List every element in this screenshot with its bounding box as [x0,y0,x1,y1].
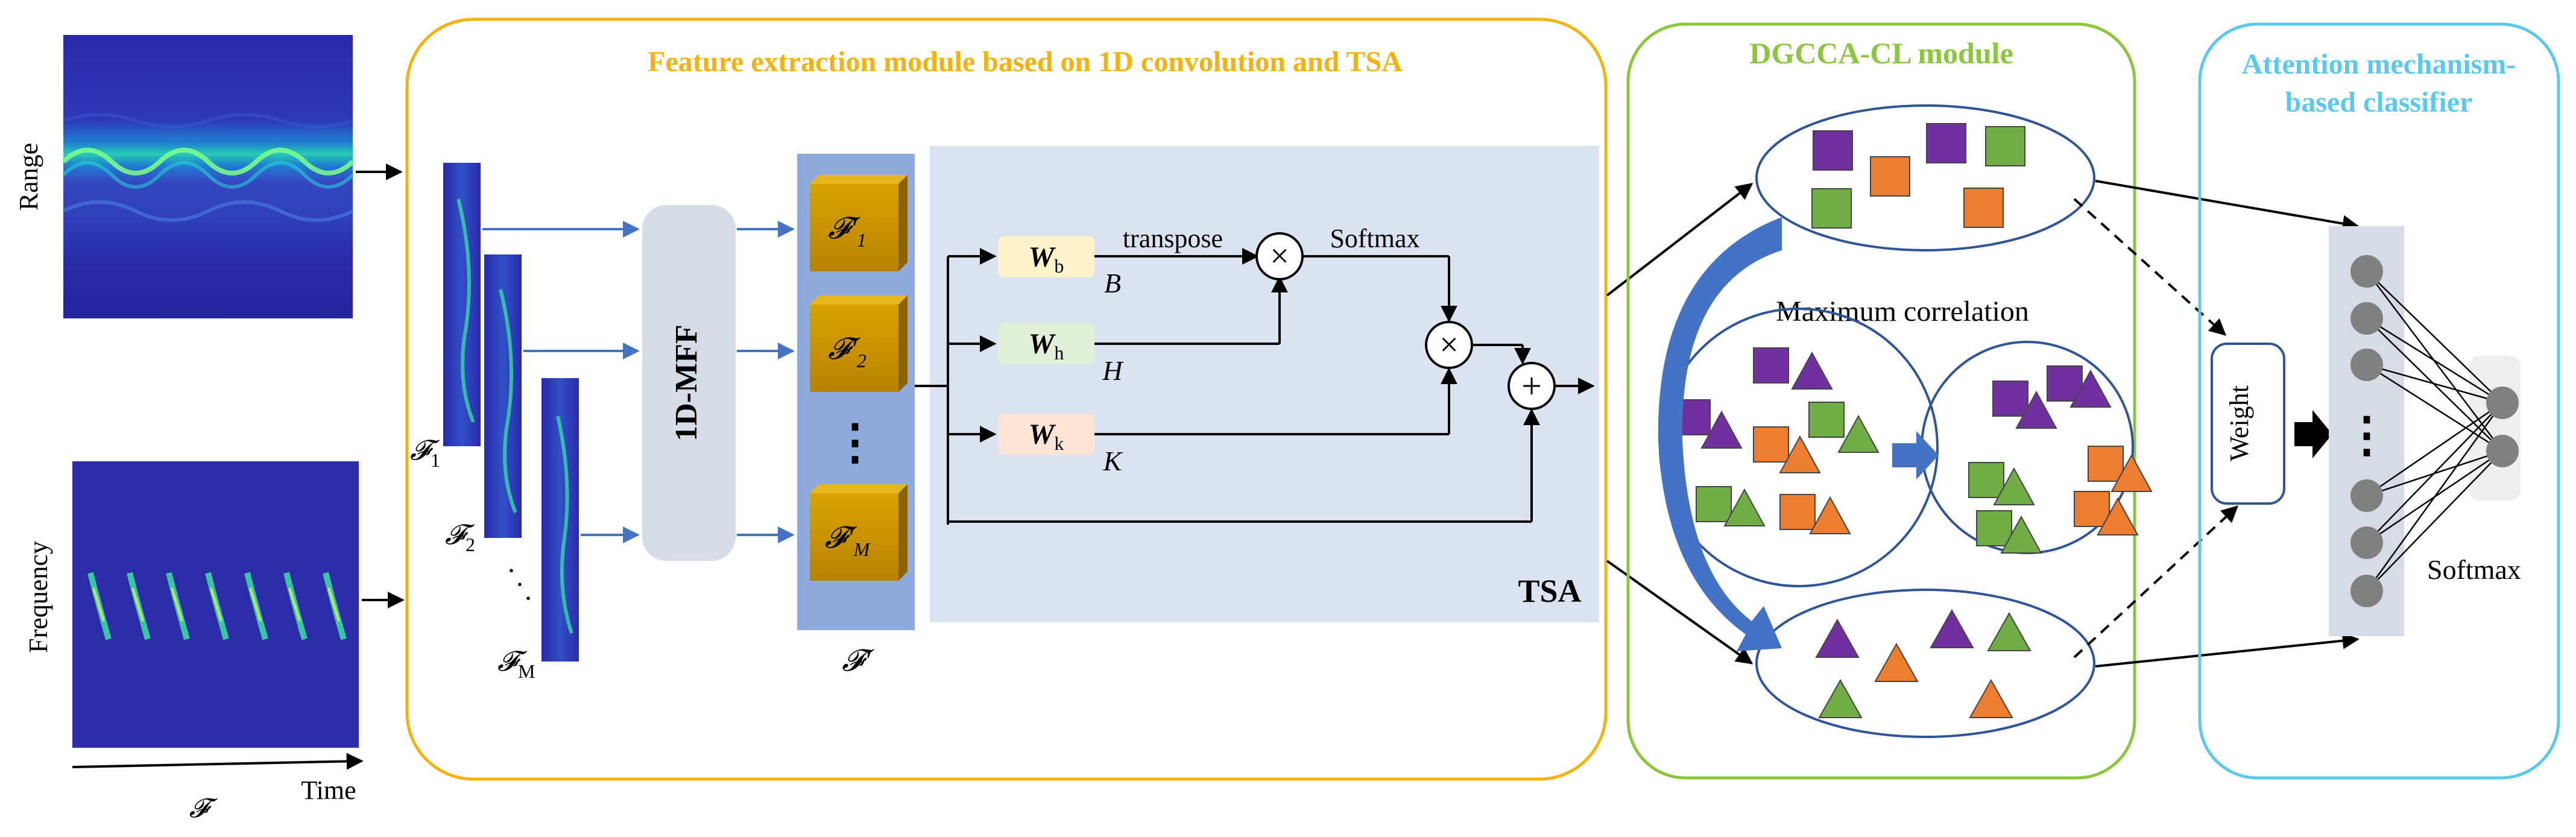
f-label: 𝓕 [189,794,218,823]
tsa-wiring [915,248,1595,525]
correlation-block-arrow [1892,431,1939,479]
view1-to-weight-dashed [2073,198,2227,336]
max-correlation-label: Maximum correlation [1776,295,2029,327]
mff-label: 1D-MFF [669,324,704,441]
svg-text:Wh: Wh [1029,328,1064,364]
output-neurons [2486,387,2519,467]
view1-squares [1811,123,2025,229]
hidden-neurons [2350,255,2383,607]
feature-cube-2: 𝓕′2 [810,295,908,392]
h-label: H [1102,355,1124,386]
w-k-box: Wk [998,414,1094,455]
dgcca-title: DGCCA-CL module [1749,36,2013,70]
range-spectrogram [62,35,355,318]
svg-text:𝓕′M: 𝓕′M [825,520,871,560]
feature-module-title: Feature extraction module based on 1D co… [648,46,1403,78]
dgcca-module-box [1626,22,2136,780]
time-label: Time [301,775,356,805]
frequency-spectrogram [72,461,359,748]
to-view2-arrow [1606,560,1754,665]
svg-text:×: × [1439,326,1459,364]
svg-text:×: × [1270,238,1289,275]
input-slice-2 [484,254,522,538]
classifier-softmax-label: Softmax [2427,554,2521,585]
softmax-label-tsa: Softmax [1330,224,1419,253]
mff-block [642,205,736,561]
svg-text:Wb: Wb [1029,241,1064,277]
view2-triangles [1815,608,2031,718]
cube-column-label: 𝓕′ [842,643,874,677]
svg-text:+: + [1521,366,1542,406]
svg-text:Wk: Wk [1029,418,1064,454]
svg-text:𝓕′2: 𝓕′2 [828,332,867,371]
view1-to-classifier-arrow [2095,180,2360,232]
slice-dots: · [507,555,516,587]
slice-dots-2: · [515,569,525,601]
svg-text:𝓕′1: 𝓕′1 [828,211,867,251]
range-label: Range [14,143,43,210]
fc-connections [2366,271,2504,592]
projection-curve-arrow [1658,217,1782,651]
classifier-module-box [2198,22,2560,780]
slice-label-2: 𝓕2 [445,519,475,555]
classifier-title-line2: based classifier [2285,86,2473,118]
after-correlation-shapes [1968,365,2153,554]
weight-box [2211,343,2285,505]
view2-to-weight-dashed [2073,505,2239,659]
slice-label-1: 𝓕1 [410,435,440,471]
w-b-box: Wb [998,236,1094,277]
feature-extraction-module-box [405,17,1608,781]
multiply-operator-2: × [1425,321,1473,369]
slice-dots-3: · [523,583,533,614]
to-view1-arrow [1606,183,1754,297]
view2-to-classifier-arrow [2095,632,2360,668]
multiply-operator-1: × [1255,232,1304,280]
view1-ellipse [1755,104,2095,251]
time-axis-arrow [72,753,364,770]
feature-cube-m: 𝓕′M [810,484,908,581]
w-h-box: Wh [998,323,1094,364]
tsa-block [930,146,1599,622]
classifier-title-line1: Attention mechanism- [2242,48,2516,80]
weight-label: Weight [2224,385,2254,461]
before-correlation-shapes [1675,347,1880,534]
k-label: K [1103,446,1123,476]
neuron-dots: ⋮ [2343,409,2391,462]
cube-dots: ⋮ [831,416,879,469]
input-slice-1 [443,163,481,446]
b-label: B [1104,268,1121,298]
tsa-label: TSA [1518,573,1581,609]
feature-cube-1: 𝓕′1 [810,175,908,271]
add-operator: + [1507,362,1556,410]
input-slice-m [541,378,579,662]
slice-label-m: 𝓕M [497,646,535,682]
transpose-label: transpose [1123,224,1223,253]
weight-to-layer-arrow [2294,410,2332,458]
view2-ellipse [1755,589,2095,738]
frequency-label: Frequency [24,541,53,653]
